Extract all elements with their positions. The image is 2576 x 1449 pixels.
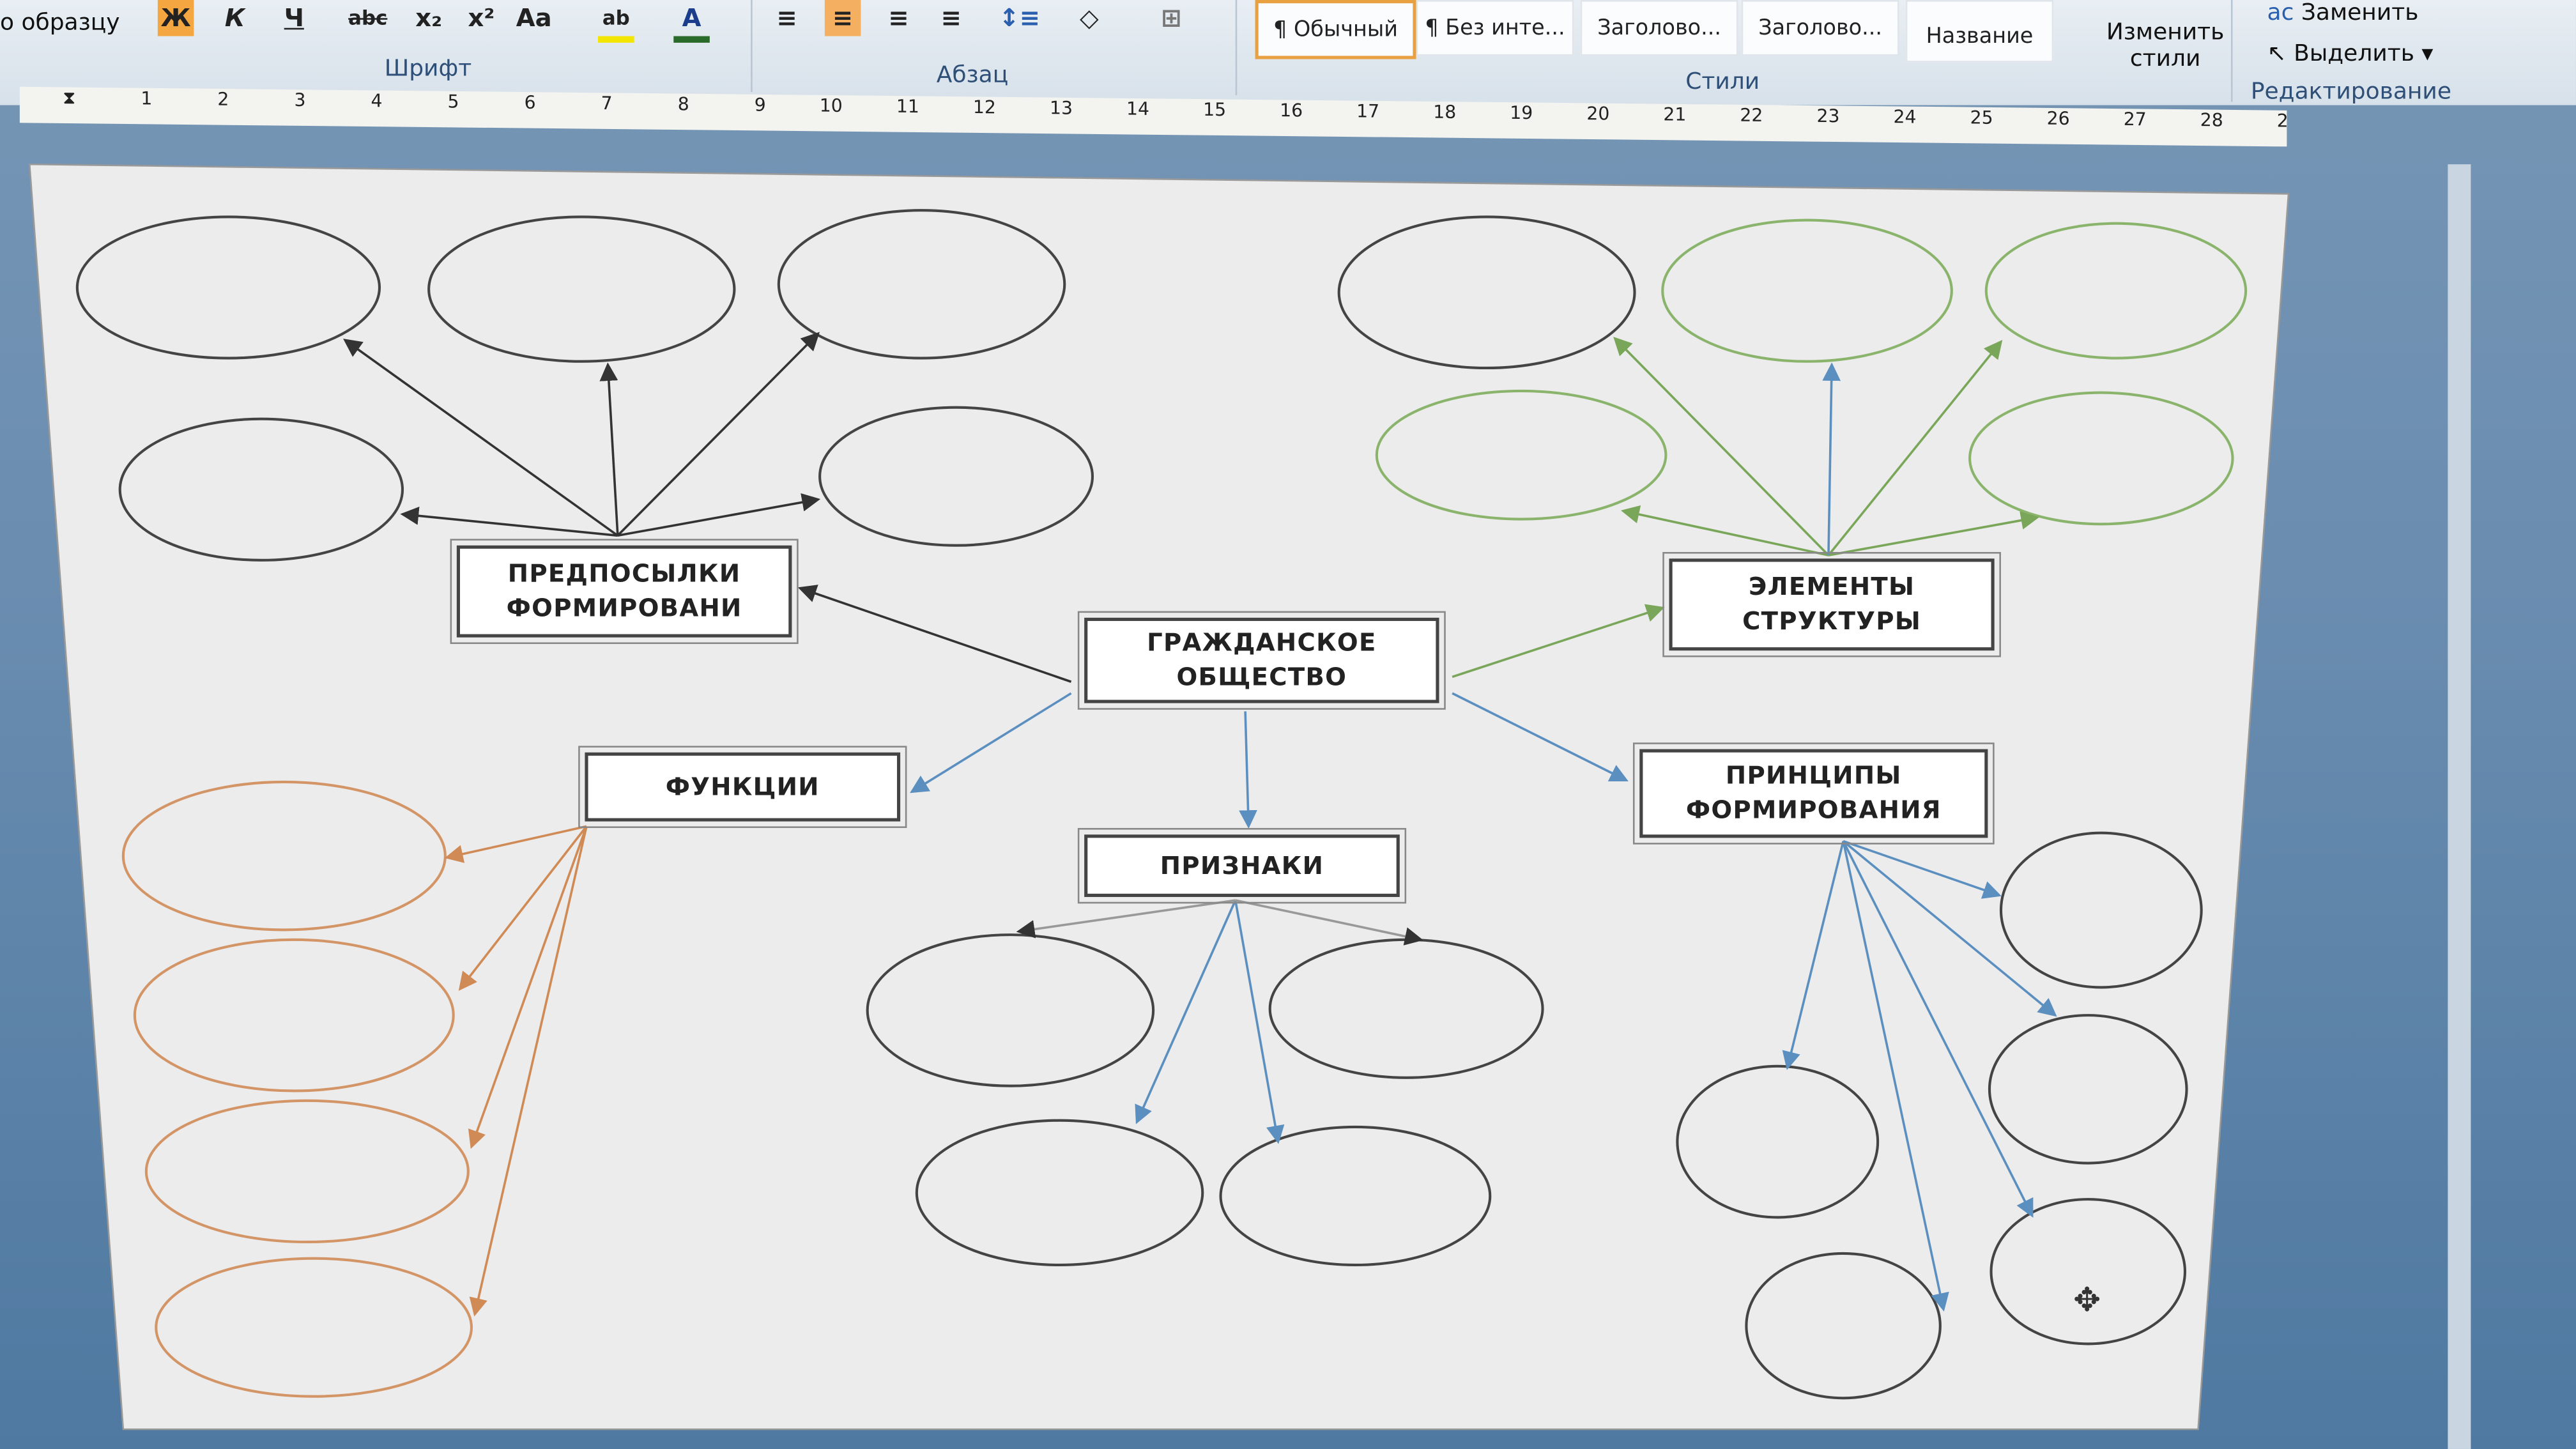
arrow (797, 585, 1072, 683)
strikethrough-button[interactable]: abc (348, 6, 388, 30)
arrow (1016, 899, 1236, 939)
style-no-spacing[interactable]: ¶ Без инте... (1416, 0, 1574, 56)
replace-label: Заменить (2301, 0, 2419, 27)
arrow (617, 493, 821, 537)
subscript-button[interactable]: x₂ (415, 3, 443, 33)
principles-box[interactable]: ПРИНЦИПЫ ФОРМИРОВАНИЯ (1632, 742, 1995, 845)
structure-ellipse[interactable] (1968, 391, 2234, 526)
function-ellipse[interactable] (155, 1257, 473, 1398)
prerequisite-ellipse[interactable] (118, 417, 404, 562)
font-group: Ж К Ч abc x₂ x² Aa ab A Шрифт (151, 0, 753, 92)
replace-icon: ac (2267, 0, 2301, 27)
arrow (444, 825, 587, 863)
prerequisite-ellipse[interactable] (427, 215, 736, 363)
change-case-button[interactable]: Aa (516, 3, 552, 33)
borders-icon[interactable]: ⊞ (1161, 3, 1182, 33)
select-label: Выделить (2294, 41, 2414, 68)
arrow (458, 825, 588, 991)
style-heading-2[interactable]: Заголово... (1741, 0, 1899, 56)
principle-ellipse[interactable] (1989, 1198, 2187, 1346)
select-button[interactable]: ↖ Выделить ▾ (2267, 41, 2434, 68)
ribbon: о образцу Ж К Ч abc x₂ x² Aa ab A Шрифт … (0, 0, 2576, 105)
arrow (1842, 841, 1949, 1312)
arrow (468, 825, 588, 1149)
font-color-button[interactable]: A (673, 0, 710, 43)
structure-ellipse[interactable] (1375, 389, 1667, 521)
feature-ellipse[interactable] (1219, 1125, 1492, 1267)
highlight-button[interactable]: ab (597, 0, 634, 43)
arrows (343, 332, 2057, 1317)
align-center-button[interactable]: ≡ (824, 0, 861, 36)
replace-button[interactable]: ac Заменить (2267, 0, 2419, 26)
function-ellipse[interactable] (144, 1099, 470, 1244)
align-right-button[interactable]: ≡ (888, 3, 909, 33)
editing-group: ac Заменить ↖ Выделить ▾ Редактирование (2241, 0, 2454, 105)
italic-button[interactable]: К (224, 3, 245, 33)
principle-ellipse[interactable] (1988, 1014, 2188, 1165)
vertical-scrollbar[interactable] (2448, 164, 2471, 1449)
arrow (1827, 340, 2003, 556)
prerequisite-ellipse[interactable] (75, 215, 381, 360)
style-title[interactable]: Название (1905, 0, 2054, 63)
justify-button[interactable]: ≡ (940, 3, 962, 33)
structure-ellipse[interactable] (1661, 218, 1953, 363)
paragraph-group-label: Абзац (936, 62, 1009, 89)
cursor-icon: ↖ (2267, 41, 2294, 68)
paragraph-group: ≡ ≡ ≡ ≡ ↕≡ ◇ ⊞ Абзац (759, 0, 1238, 96)
arrow (1234, 900, 1285, 1144)
features-box[interactable]: ПРИЗНАКИ (1077, 827, 1407, 904)
structure-elements-box[interactable]: ЭЛЕМЕНТЫ СТРУКТУРЫ (1662, 551, 2001, 657)
shading-icon[interactable]: ◇ (1079, 3, 1099, 33)
arrow (1452, 604, 1665, 678)
prerequisite-ellipse[interactable] (777, 209, 1066, 360)
bold-button[interactable]: Ж (157, 0, 194, 36)
principle-ellipse[interactable] (1999, 831, 2203, 989)
arrow (343, 339, 618, 537)
arrow (1239, 711, 1257, 829)
format-painter-button[interactable]: о образцу (0, 10, 120, 36)
arrow (1782, 841, 1844, 1070)
structure-ellipse[interactable] (1337, 215, 1636, 370)
underline-button[interactable]: Ч (284, 3, 304, 33)
style-normal[interactable]: ¶ Обычный (1255, 0, 1416, 59)
feature-ellipse[interactable] (915, 1119, 1204, 1267)
arrow (617, 332, 820, 537)
functions-box[interactable]: ФУНКЦИИ (578, 746, 907, 828)
change-styles-button[interactable]: Изменить стили (2106, 19, 2225, 73)
arrow (469, 826, 588, 1317)
align-left-button[interactable]: ≡ (776, 3, 797, 33)
arrow (1842, 840, 2057, 1017)
arrow (1621, 505, 1829, 556)
principle-ellipse[interactable] (1676, 1064, 1880, 1219)
structure-ellipse[interactable] (1984, 222, 2248, 360)
style-heading-1[interactable]: Заголово... (1580, 0, 1738, 56)
superscript-button[interactable]: x² (468, 3, 495, 33)
feature-ellipse[interactable] (866, 933, 1155, 1087)
arrow (400, 507, 618, 537)
move-cursor-icon: ✥ (2073, 1281, 2101, 1319)
civil-society-box[interactable]: ГРАЖДАНСКОЕ ОБЩЕСТВО (1077, 611, 1446, 710)
arrow (1843, 839, 2002, 899)
arrow (1452, 692, 1629, 782)
document-page (28, 163, 2290, 1430)
font-group-label: Шрифт (384, 56, 472, 82)
prerequisites-box[interactable]: ПРЕДПОСЫЛКИ ФОРМИРОВАНИ (450, 539, 799, 644)
styles-group: ¶ Обычный ¶ Без инте... Заголово... Заго… (1245, 0, 2233, 102)
arrow (910, 692, 1072, 793)
editing-group-label: Редактирование (2250, 79, 2451, 105)
styles-group-label: Стили (1685, 68, 1760, 96)
arrow (1135, 900, 1237, 1124)
function-ellipse[interactable] (133, 938, 455, 1092)
arrow (1235, 899, 1423, 946)
arrow (1822, 362, 1841, 556)
principle-ellipse[interactable] (1745, 1252, 1942, 1400)
arrow (1613, 337, 1830, 556)
arrow (1828, 511, 2040, 556)
prerequisite-ellipse[interactable] (818, 406, 1094, 547)
line-spacing-icon[interactable]: ↕≡ (999, 3, 1041, 33)
arrow (599, 362, 619, 536)
arrow (1842, 840, 2034, 1218)
